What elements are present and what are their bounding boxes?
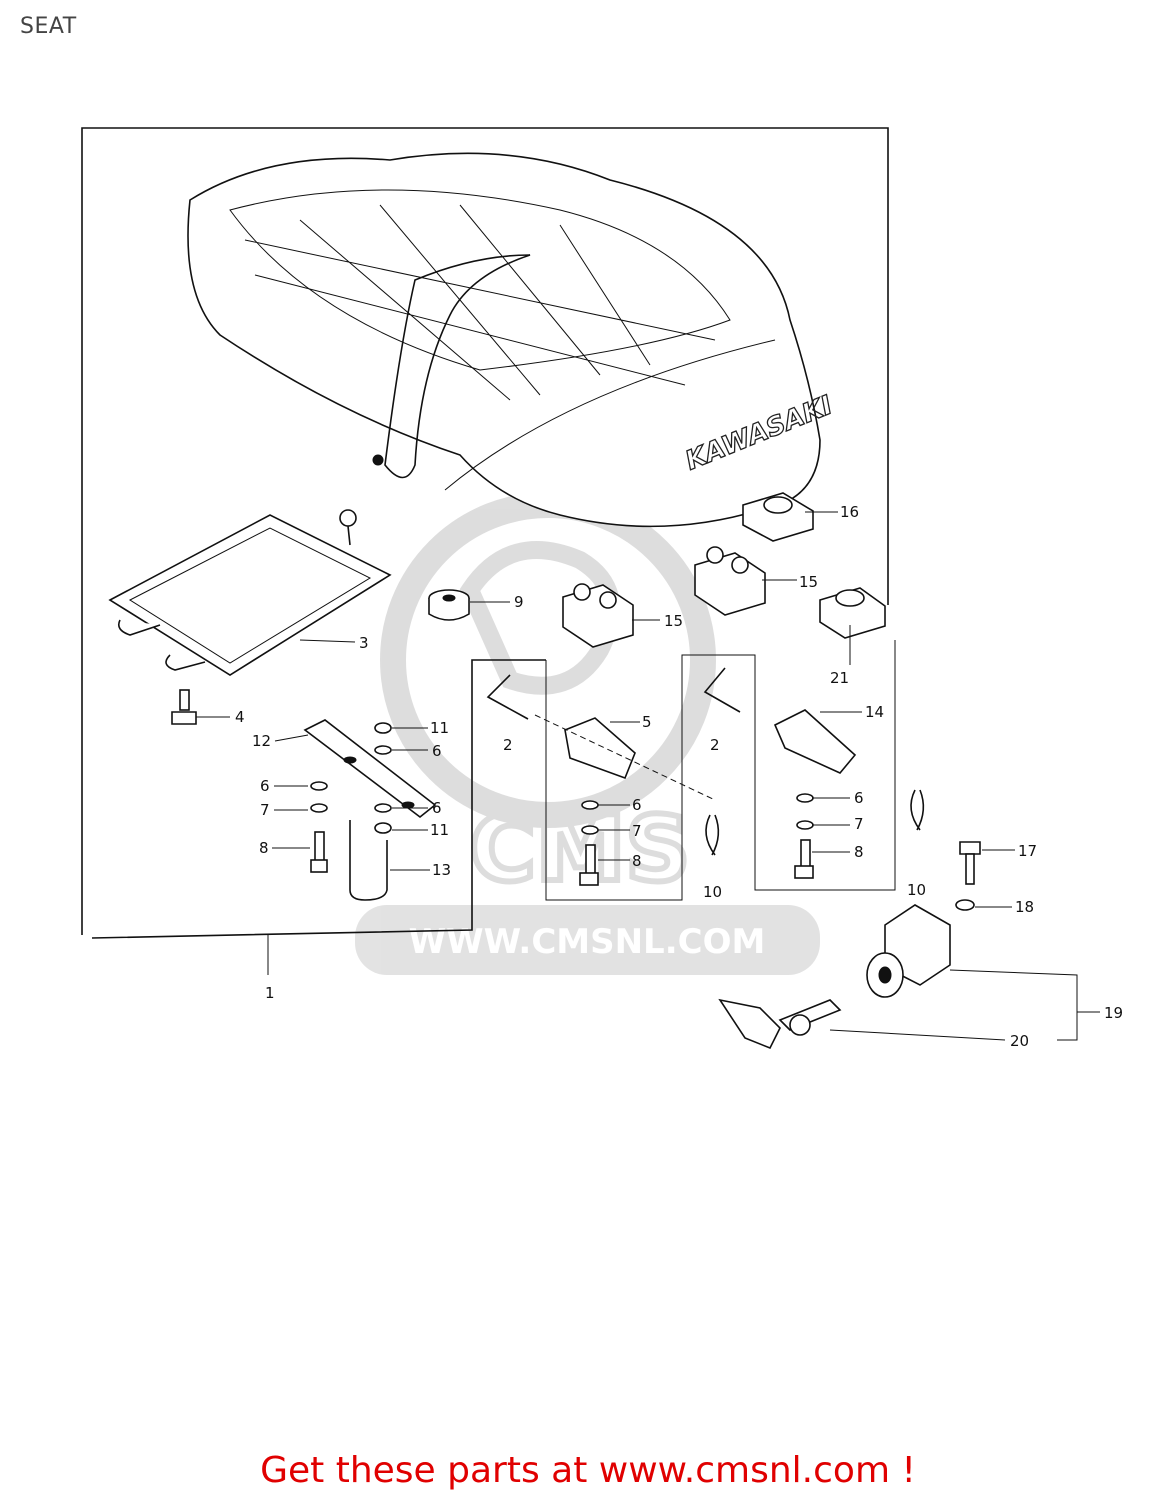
callout-11a: 11 [430, 719, 449, 737]
callout-5: 5 [642, 713, 652, 731]
callout-1: 1 [265, 984, 275, 1002]
callout-6d: 6 [632, 796, 642, 814]
callout-2-left: 2 [503, 736, 513, 754]
callout-4: 4 [235, 708, 245, 726]
cotter-pin-left [705, 814, 720, 856]
rubber-block-21 [819, 587, 886, 639]
seat: KAWASAKI [187, 152, 838, 528]
callout-17: 17 [1018, 842, 1037, 860]
watermark-logo-text: CMS [470, 797, 690, 902]
callout-3: 3 [359, 634, 369, 652]
hinge-5 [534, 714, 716, 886]
callout-8a: 8 [259, 839, 269, 857]
damper-9 [428, 589, 470, 621]
rubber-block-15a [562, 583, 634, 648]
callout-15a: 15 [664, 612, 683, 630]
get-parts-link[interactable]: Get these parts at www.cmsnl.com ! [260, 1450, 916, 1491]
callout-18: 18 [1015, 898, 1034, 916]
cotter-pin-right [910, 789, 925, 831]
assembly-outline [81, 127, 889, 975]
watermark-site-text: WWW.CMSNL.COM [409, 922, 766, 962]
callout-15b: 15 [799, 573, 818, 591]
callout-19: 19 [1104, 1004, 1123, 1022]
callout-6e: 6 [854, 789, 864, 807]
bolt-4 [171, 689, 197, 725]
callout-2-right: 2 [710, 736, 720, 754]
callout-9: 9 [514, 593, 524, 611]
callout-6c: 6 [432, 799, 442, 817]
page-title: SEAT [20, 14, 77, 39]
fasteners-left [310, 722, 392, 901]
seat-lock-19 [866, 904, 951, 998]
callout-11b: 11 [430, 821, 449, 839]
bracket-12 [303, 719, 437, 819]
hinge-pin-right [703, 667, 741, 713]
callout-7b: 7 [632, 822, 642, 840]
callout-10a: 10 [703, 883, 722, 901]
callout-7c: 7 [854, 815, 864, 833]
callout-14: 14 [865, 703, 884, 721]
callout-8c: 8 [854, 843, 864, 861]
subgroup-outline-5 [545, 640, 896, 901]
callout-7a: 7 [260, 801, 270, 819]
callout-21: 21 [830, 669, 849, 687]
cmsnl-watermark: WWW.CMSNL.COM CMS [355, 492, 820, 975]
seat-parts-diagram: WWW.CMSNL.COM CMS KAWASAKI [81, 127, 1123, 1050]
bolt-17 [959, 841, 981, 885]
callout-10b: 10 [907, 881, 926, 899]
callout-12: 12 [252, 732, 271, 750]
callout-6b: 6 [260, 777, 270, 795]
rubber-block-16 [742, 492, 814, 542]
seat-tray [108, 509, 392, 676]
callout-6a: 6 [432, 742, 442, 760]
leader-lines [196, 511, 1100, 1041]
key-20 [718, 998, 842, 1050]
hinge-pin-left [486, 674, 529, 720]
callout-8b: 8 [632, 852, 642, 870]
rubber-block-15b [694, 546, 766, 616]
callout-13: 13 [432, 861, 451, 879]
washer-18 [955, 899, 975, 911]
hinge-14 [773, 709, 857, 879]
callout-20: 20 [1010, 1032, 1029, 1050]
callout-labels: 1 2 2 3 4 5 6 6 6 6 6 7 7 7 8 8 8 9 10 1… [235, 503, 1123, 1050]
callout-16: 16 [840, 503, 859, 521]
